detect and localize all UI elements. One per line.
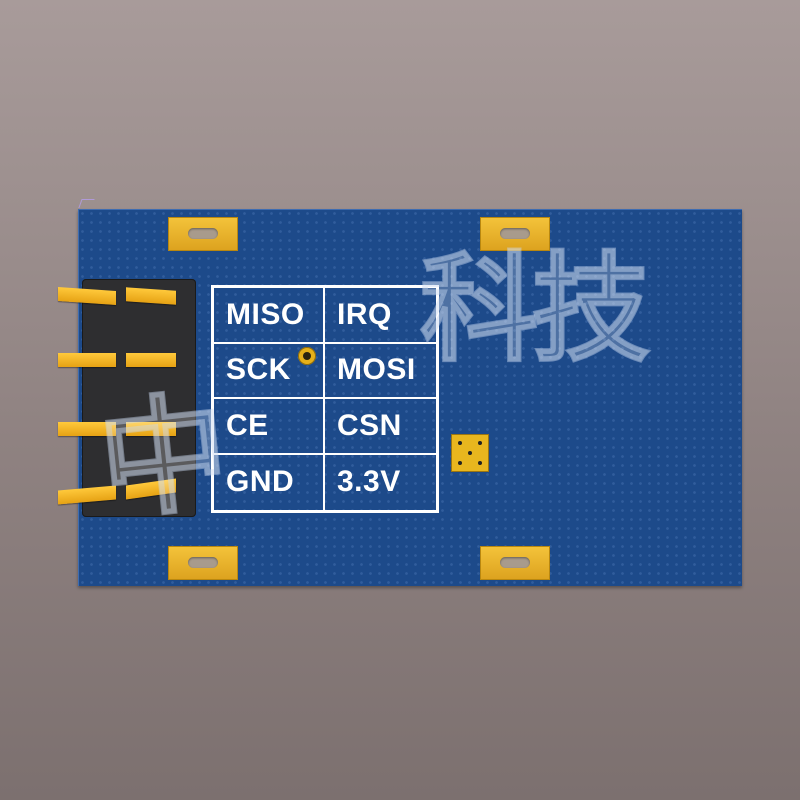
mounting-pad-bottom-left	[168, 546, 238, 580]
header-pin-icon	[58, 422, 116, 436]
header-pin-icon	[126, 353, 176, 367]
header-pin-icon	[126, 422, 176, 436]
corner-mark	[78, 199, 95, 208]
pad-slot	[188, 557, 218, 568]
pin-label-3v3: 3.3V	[337, 465, 401, 499]
pin-label-table: MISO IRQ SCK MOSI CE CSN GND 3.3V	[211, 285, 439, 513]
pad-slot	[188, 228, 218, 239]
pin-label-irq: IRQ	[325, 288, 436, 344]
pad-slot	[500, 228, 530, 239]
pin-label-gnd: GND	[214, 454, 325, 510]
header-pin-icon	[58, 286, 116, 306]
mounting-pad-top-right	[480, 217, 550, 251]
pin-header	[82, 279, 196, 517]
pin-label-ce: CE	[214, 399, 325, 455]
board-edge	[78, 209, 742, 586]
header-pin-icon	[58, 353, 116, 367]
via-hole-icon	[298, 347, 316, 365]
pin-label-csn: CSN	[325, 399, 436, 455]
pin-label-sck: SCK	[214, 343, 325, 399]
mounting-pad-bottom-right	[480, 546, 550, 580]
smd-pad	[451, 434, 489, 472]
pin-label-miso: MISO	[214, 288, 325, 344]
mounting-pad-top-left	[168, 217, 238, 251]
pin-label-mosi: MOSI	[325, 344, 436, 399]
pad-slot	[500, 557, 530, 568]
